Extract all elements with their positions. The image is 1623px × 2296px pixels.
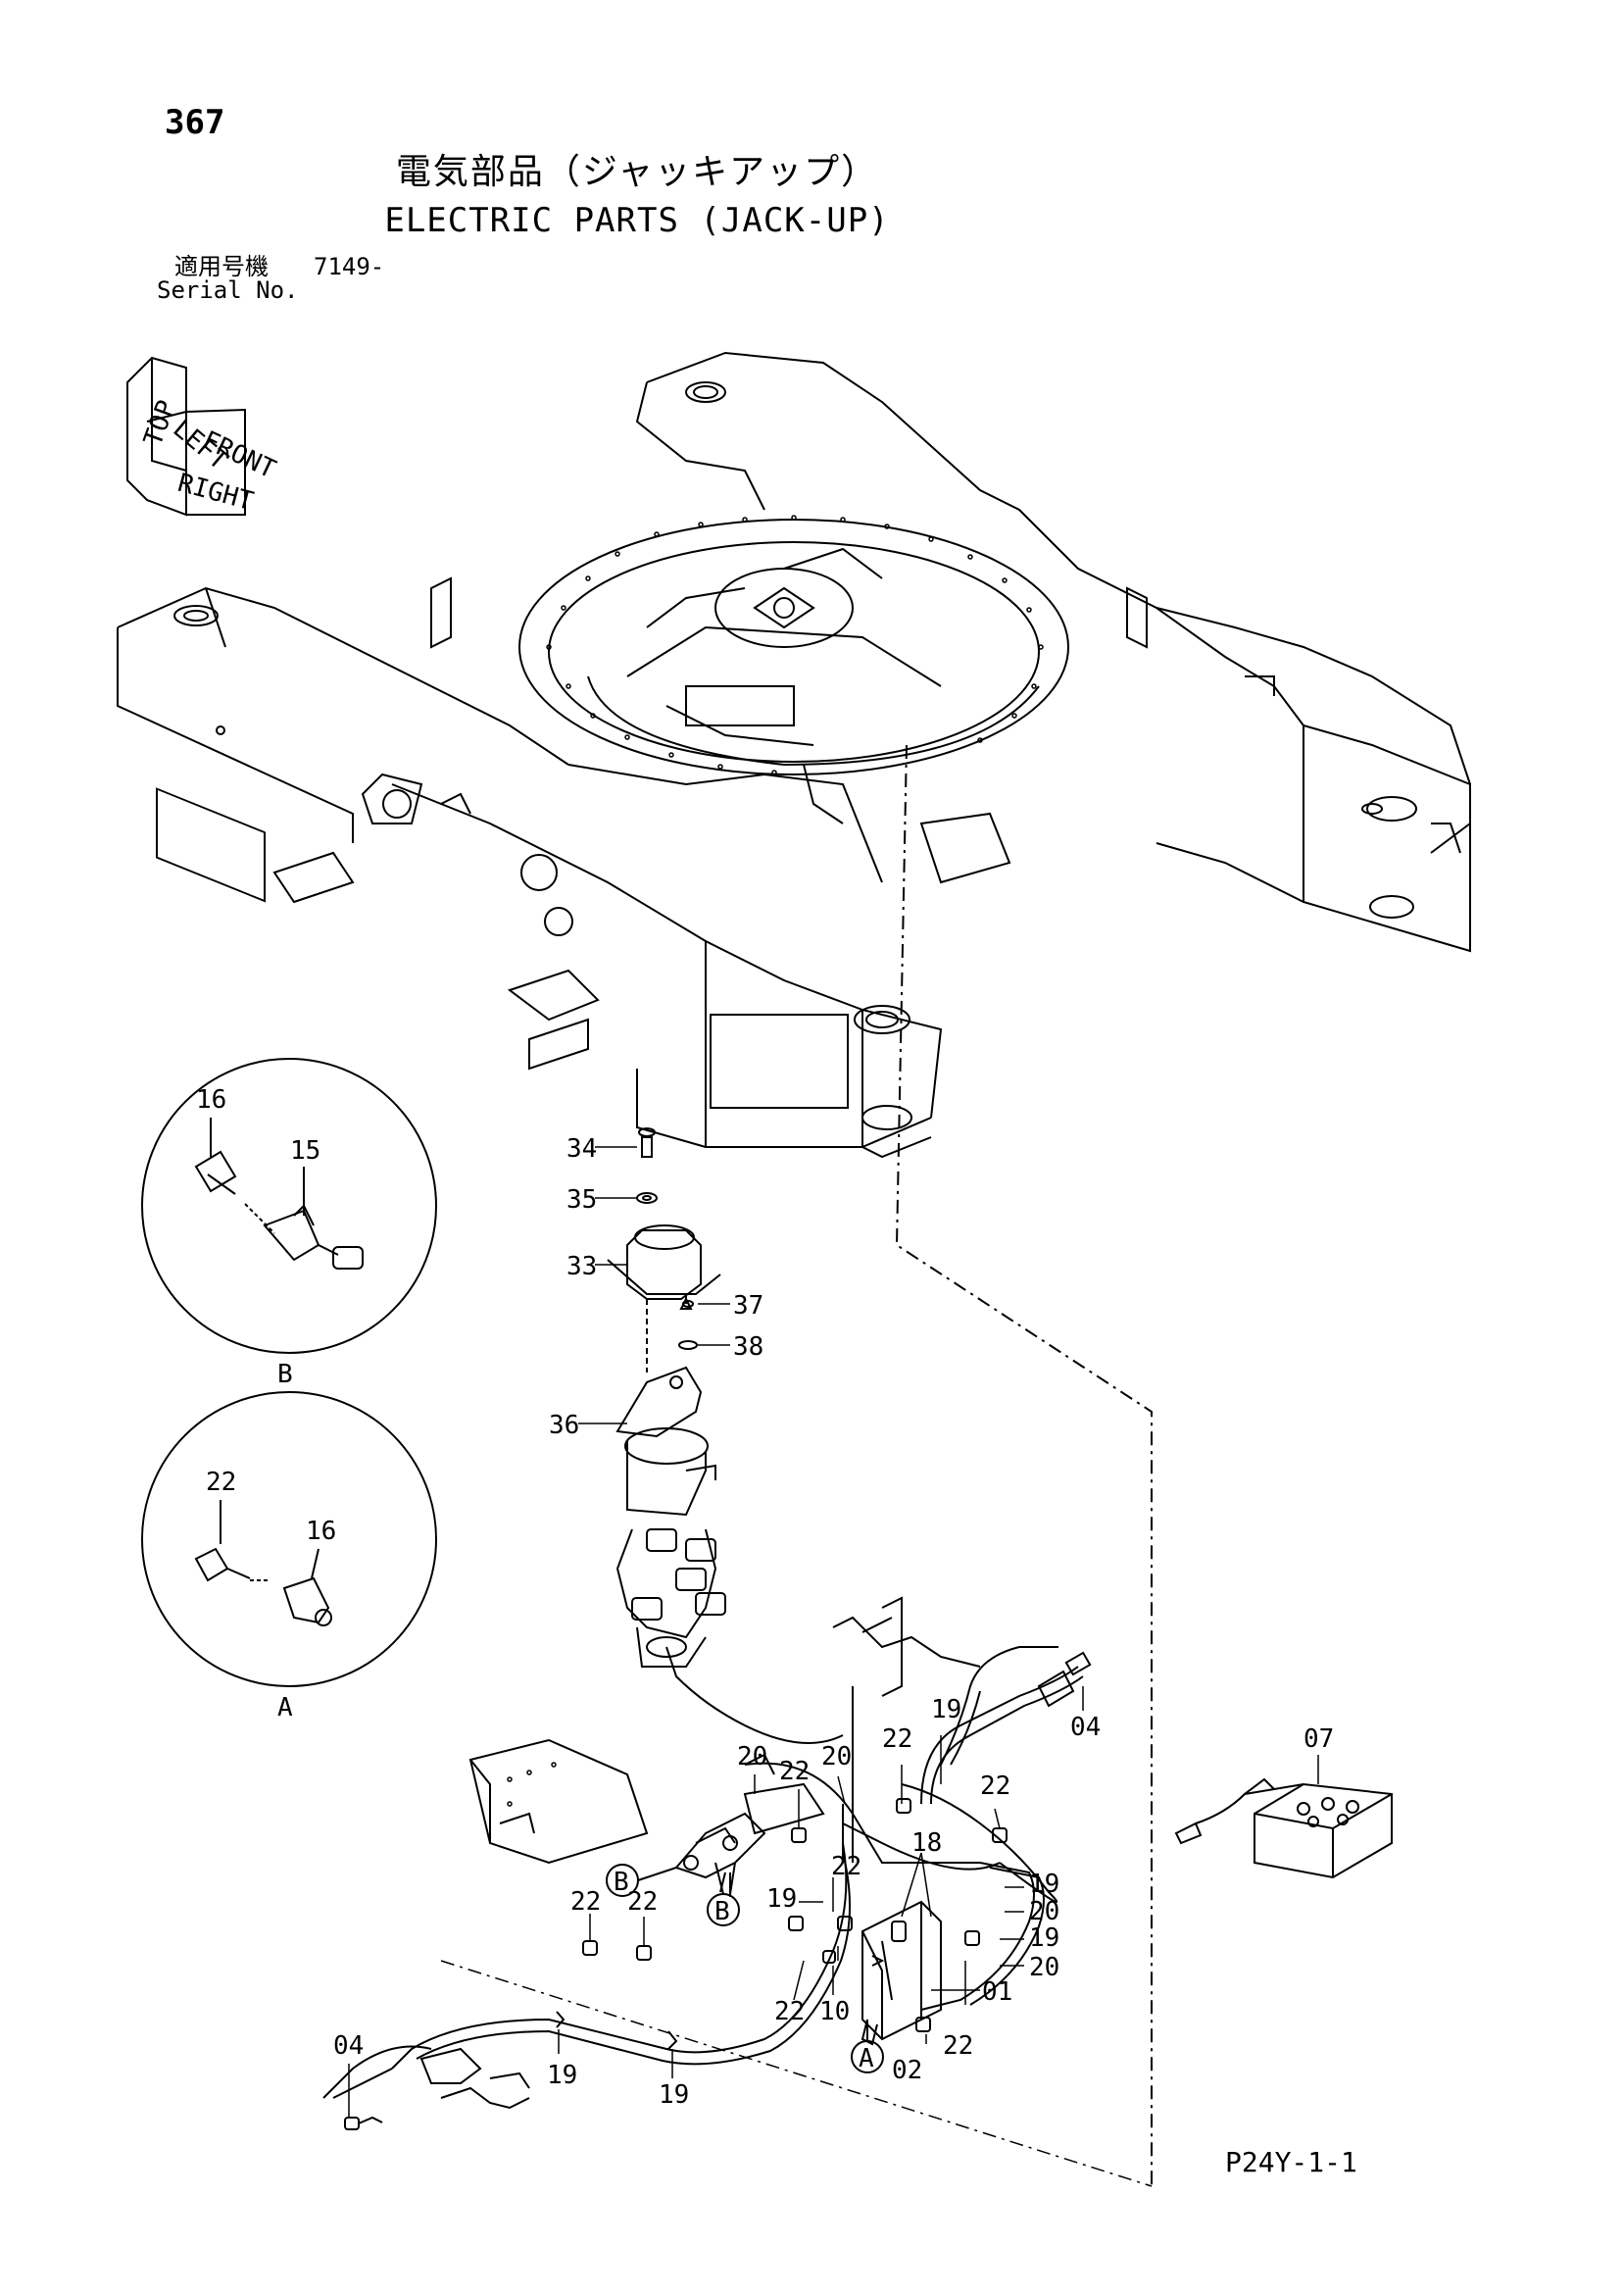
callout-22-lower: 22 — [831, 1852, 861, 1881]
serial-label-english: Serial No. — [157, 276, 299, 304]
detail-a-callout-22: 22 — [206, 1468, 236, 1497]
detail-a-view-label: A — [277, 1693, 293, 1722]
callout-01: 01 — [982, 1977, 1012, 2007]
relay-assembly — [607, 1127, 844, 1744]
callout-20-left: 20 — [737, 1742, 767, 1772]
detail-b-callout-16: 16 — [196, 1085, 226, 1115]
detail-b-callout-15: 15 — [290, 1136, 320, 1166]
callout-33: 33 — [566, 1252, 597, 1281]
detail-view-b — [141, 1058, 437, 1354]
callout-37: 37 — [733, 1291, 763, 1321]
view-marker-a-1: A — [859, 2044, 874, 2073]
callout-35: 35 — [566, 1185, 597, 1215]
title-english: ELECTRIC PARTS (JACK-UP) — [384, 201, 890, 240]
leader-lines — [348, 1146, 1319, 2118]
callout-19-right-1: 19 — [1029, 1870, 1059, 1899]
detail-view-a — [141, 1391, 437, 1687]
callout-labels: 34 35 33 37 38 36 04 07 19 22 22 20 22 2… — [333, 1134, 1334, 2110]
callout-07: 07 — [1303, 1724, 1334, 1754]
callout-22-box: 22 — [943, 2031, 973, 2061]
callout-19-center: 19 — [766, 1884, 797, 1914]
callout-19-top: 19 — [931, 1695, 961, 1724]
orientation-cube-icon: TOP LEFT FRONT RIGHT — [126, 356, 280, 517]
view-marker-b-2: B — [714, 1897, 730, 1926]
callout-22-top: 22 — [882, 1724, 912, 1754]
detail-labels: 16 15 B 22 16 A — [196, 1085, 336, 1722]
detail-b-view-label: B — [277, 1360, 293, 1389]
callout-19-left-2: 19 — [659, 2080, 689, 2110]
callout-22-left-2: 22 — [627, 1887, 658, 1917]
callout-20-center: 20 — [821, 1742, 852, 1772]
callout-19-right-2: 19 — [1029, 1923, 1059, 1953]
callout-18: 18 — [911, 1828, 942, 1858]
callout-22-left-1: 22 — [570, 1887, 601, 1917]
page-code: P24Y-1-1 — [1225, 2146, 1357, 2178]
view-marker-b-1: B — [614, 1868, 629, 1897]
page-number: 367 — [165, 103, 225, 142]
callout-04-left: 04 — [333, 2031, 364, 2061]
undercarriage-frame — [117, 351, 1471, 2187]
callout-34: 34 — [566, 1134, 597, 1164]
detail-a-callout-16: 16 — [306, 1517, 336, 1546]
callout-36: 36 — [549, 1411, 579, 1440]
title-japanese: 電気部品（ジャッキアップ） — [395, 152, 879, 192]
callout-19-left-1: 19 — [547, 2061, 577, 2090]
callout-04-top: 04 — [1070, 1713, 1101, 1742]
callout-22-right: 22 — [980, 1772, 1010, 1801]
callout-02: 02 — [892, 2056, 922, 2085]
serial-value: 7149- — [314, 253, 385, 280]
serial-label-japanese: 適用号機 — [174, 253, 269, 280]
view-marker-labels: B B A — [614, 1868, 874, 2073]
callout-22-center: 22 — [779, 1757, 810, 1786]
callout-10: 10 — [819, 1997, 850, 2026]
callout-38: 38 — [733, 1332, 763, 1362]
callout-20-right-2: 20 — [1029, 1953, 1059, 1982]
callout-22-bottom: 22 — [774, 1997, 805, 2026]
callout-20-right-1: 20 — [1029, 1897, 1059, 1926]
wiring-harness — [322, 1596, 1393, 2130]
